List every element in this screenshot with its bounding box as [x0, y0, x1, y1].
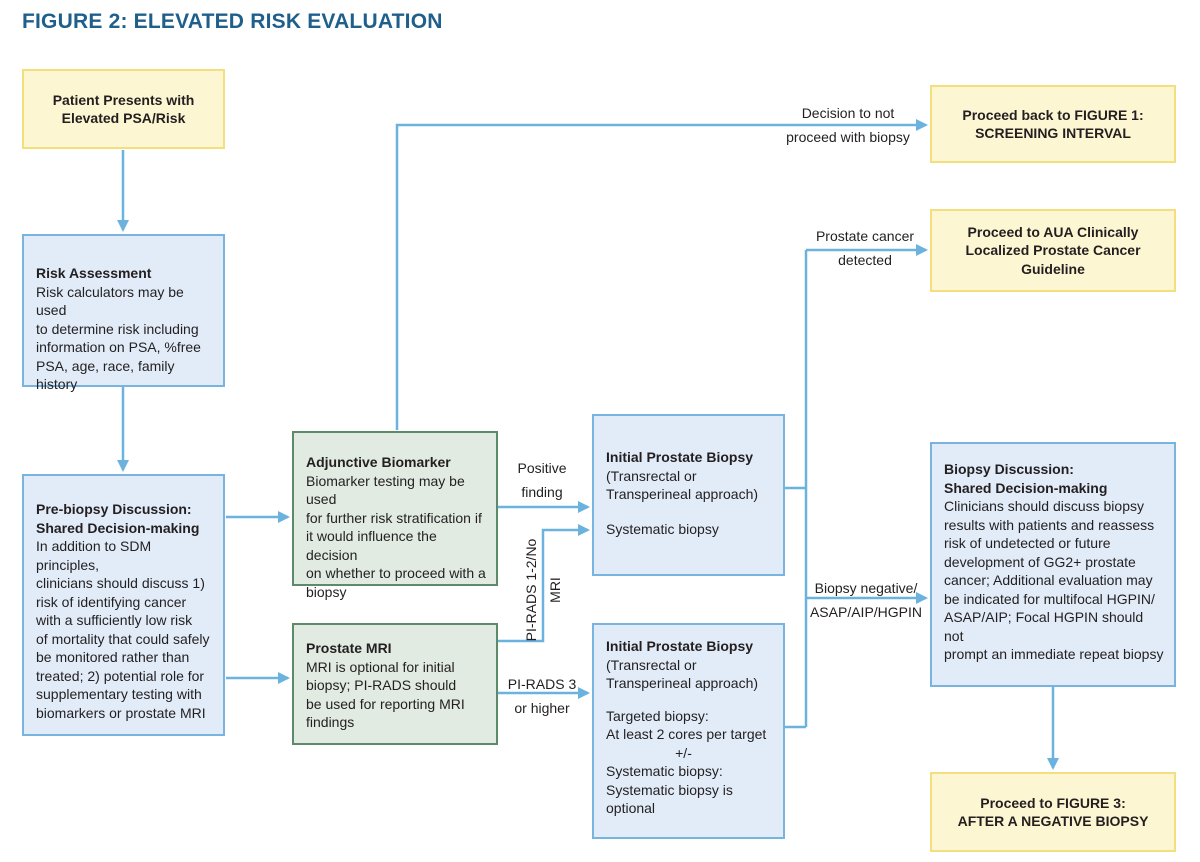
label-cancer-line: detected — [838, 252, 892, 268]
label-cancer-detected: Prostate cancer detected — [808, 224, 922, 272]
node-risk-assessment: Risk Assessment Risk calculators may be … — [22, 234, 225, 392]
biomarker-line: biopsy — [306, 583, 347, 600]
prebiopsy-line: be monitored rather than — [36, 649, 190, 665]
aua-line1: Proceed to AUA Clinically — [967, 223, 1139, 240]
label-no-biopsy: Decision to not proceed with biopsy — [778, 101, 918, 149]
biopsy2-plusminus: +/- — [675, 744, 692, 761]
discussion-line: prompt an immediate repeat biopsy — [944, 646, 1164, 662]
node-figure1-screening: Proceed back to FIGURE 1: SCREENING INTE… — [930, 85, 1176, 163]
risk-line: PSA, age, race, family history — [36, 357, 175, 393]
biomarker-heading: Adjunctive Biomarker — [306, 454, 451, 470]
risk-heading: Risk Assessment — [36, 265, 152, 281]
mri-line: be used for reporting MRI — [306, 695, 465, 712]
label-pirads-low: PI-RADS 1-2/No MRI — [519, 535, 567, 645]
risk-line: to determine risk including — [36, 320, 199, 337]
node-figure3-negative: Proceed to FIGURE 3: AFTER A NEGATIVE BI… — [930, 772, 1176, 852]
biopsy2-line: Transperineal approach) — [606, 675, 759, 691]
label-negative-line: Biopsy negative/ — [814, 580, 918, 596]
label-biopsy-negative: Biopsy negative/ ASAP/AIP/HGPIN — [808, 576, 924, 624]
discussion-line: development of GG2+ prostate — [944, 553, 1136, 570]
biopsy2-targeted: At least 2 cores per target — [606, 726, 767, 742]
discussion-line: be indicated for multifocal HGPIN/ — [944, 590, 1155, 607]
patient-line1: Patient Presents with — [52, 91, 195, 108]
prebiopsy-line: treated; 2) potential role for — [36, 667, 205, 684]
edge-biomarker-fig1 — [395, 119, 928, 430]
figure-title: FIGURE 2: ELEVATED RISK EVALUATION — [22, 10, 443, 33]
prebiopsy-line: In addition to SDM principles, — [36, 538, 152, 573]
biomarker-line: for further risk stratification if — [306, 509, 482, 526]
label-no-biopsy-line: Decision to not — [801, 105, 895, 121]
risk-line: Risk calculators may be used — [36, 283, 184, 319]
label-pirads-high: PI-RADS 3 or higher — [500, 672, 584, 720]
prebiopsy-line: with a sufficiently low risk — [36, 612, 193, 628]
discussion-line: Clinicians should discuss biopsy — [944, 498, 1144, 514]
mri-line: biopsy; PI-RADS should — [306, 677, 457, 693]
prebiopsy-line: of mortality that could safely — [36, 630, 210, 647]
edge-mri-biopsy1 — [498, 524, 590, 643]
node-biopsy-discussion: Biopsy Discussion: Shared Decision-makin… — [930, 442, 1176, 687]
biomarker-line: on whether to proceed with a — [306, 565, 486, 581]
label-cancer-line: Prostate cancer — [815, 228, 915, 244]
label-pirads-high-line: or higher — [514, 700, 570, 716]
discussion-line: ASAP/AIP; Focal HGPIN should not — [944, 609, 1144, 644]
node-prostate-mri: Prostate MRI MRI is optional for initial… — [292, 623, 498, 745]
biopsy2-targeted: Targeted biopsy: — [606, 707, 709, 724]
prebiopsy-line: clinicians should discuss 1) — [36, 575, 205, 591]
prebiopsy-line: biomarkers or prostate MRI — [36, 704, 206, 721]
biopsy1-line: (Transrectal or — [606, 467, 697, 484]
node-aua-guideline: Proceed to AUA Clinically Localized Pros… — [930, 209, 1176, 292]
discussion-heading1: Biopsy Discussion: — [944, 461, 1074, 477]
node-initial-biopsy-targeted: Initial Prostate Biopsy (Transrectal or … — [592, 623, 785, 839]
aua-line3: Guideline — [1021, 260, 1085, 277]
fig3-line1: Proceed to FIGURE 3: — [980, 794, 1126, 811]
biomarker-line: it would influence the decision — [306, 528, 437, 563]
discussion-line: results with patients and reassess — [944, 516, 1155, 533]
risk-line: information on PSA, %free — [36, 339, 201, 355]
node-initial-biopsy-systematic: Initial Prostate Biopsy (Transrectal or … — [592, 414, 785, 576]
node-adjunctive-biomarker: Adjunctive Biomarker Biomarker testing m… — [292, 431, 498, 600]
discussion-line: cancer; Additional evaluation may — [944, 572, 1153, 588]
mri-line: MRI is optional for initial — [306, 658, 455, 675]
patient-line2: Elevated PSA/Risk — [61, 110, 186, 126]
prebiopsy-heading2: Shared Decision-making — [36, 519, 200, 536]
fig3-line2: AFTER A NEGATIVE BIOPSY — [957, 813, 1149, 829]
label-positive-line: Positive — [517, 460, 567, 476]
biopsy1-detail: Systematic biopsy — [606, 520, 719, 537]
fig1-line2: SCREENING INTERVAL — [975, 125, 1131, 141]
label-positive-line: finding — [521, 484, 563, 500]
label-no-biopsy-line: proceed with biopsy — [786, 129, 910, 145]
node-prebiopsy-discussion: Pre-biopsy Discussion: Shared Decision-m… — [22, 474, 225, 736]
prebiopsy-heading1: Pre-biopsy Discussion: — [36, 501, 192, 517]
label-negative-line: ASAP/AIP/HGPIN — [809, 604, 923, 620]
biopsy2-systematic: optional — [606, 800, 656, 816]
label-pirads-low-line: PI-RADS 1-2/No — [523, 538, 539, 642]
biopsy2-systematic: Systematic biopsy: — [606, 763, 723, 779]
label-positive-finding: Positive finding — [505, 456, 579, 504]
biopsy2-systematic: Systematic biopsy is — [606, 781, 733, 798]
biopsy1-line: Transperineal approach) — [606, 486, 759, 502]
biomarker-line: Biomarker testing may be used — [306, 472, 465, 508]
fig1-line1: Proceed back to FIGURE 1: — [962, 106, 1144, 123]
aua-line2: Localized Prostate Cancer — [965, 242, 1141, 259]
biopsy2-heading: Initial Prostate Biopsy — [606, 638, 754, 654]
label-pirads-high-line: PI-RADS 3 — [507, 676, 577, 692]
node-patient-presents: Patient Presents with Elevated PSA/Risk — [22, 69, 225, 149]
mri-line: findings — [306, 714, 355, 730]
mri-heading: Prostate MRI — [306, 640, 392, 656]
biopsy2-line: (Transrectal or — [606, 656, 697, 673]
discussion-line: risk of undetected or future — [944, 535, 1111, 551]
prebiopsy-line: supplementary testing with — [36, 686, 202, 702]
biopsy1-heading: Initial Prostate Biopsy — [606, 449, 754, 465]
discussion-heading2: Shared Decision-making — [944, 479, 1108, 496]
label-pirads-low-line: MRI — [547, 577, 563, 603]
prebiopsy-line: risk of identifying cancer — [36, 593, 187, 610]
